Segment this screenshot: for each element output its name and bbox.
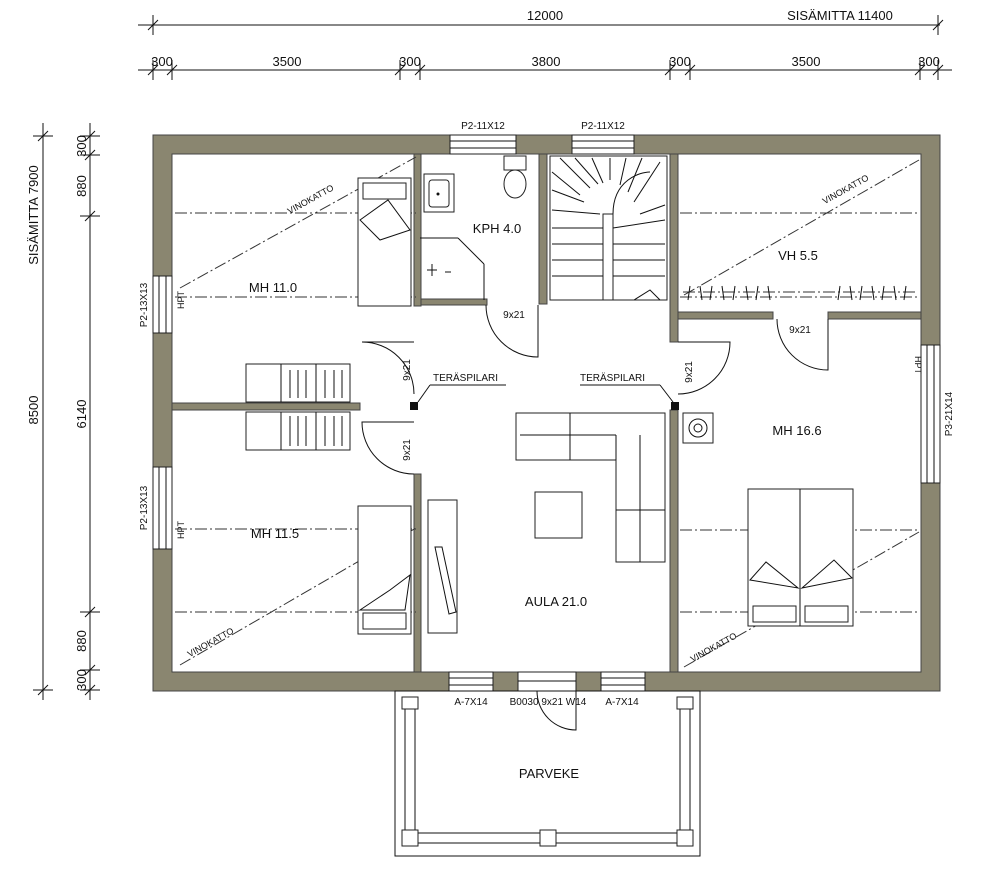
column-labels: TERÄSPILARI TERÄSPILARI (417, 372, 674, 403)
windows: P2-11X12 P2-11X12 P2-13X13 P2-13X13 HPT … (139, 121, 955, 708)
wardrobes (245, 285, 918, 451)
top-segment-1: 300 (151, 54, 173, 69)
left-inner-dimension: SISÄMITTA 7900 (26, 165, 41, 264)
staircase (549, 155, 668, 301)
left-segment-3: 6140 (74, 400, 89, 429)
vinokatto-label-1: VINOKATTO (286, 183, 336, 217)
top-segment-4: 3800 (532, 54, 561, 69)
top-total-dimension: 12000 (527, 8, 563, 23)
column-label-right: TERÄSPILARI (580, 372, 645, 384)
room-label-kph: KPH 4.0 (473, 221, 521, 236)
column-label-left: TERÄSPILARI (433, 372, 498, 384)
room-label-parveke: PARVEKE (519, 766, 580, 781)
hpt-label-left-upper: HPT (176, 290, 186, 309)
hpt-label-right: HPT (913, 356, 923, 375)
top-segment-2: 3500 (273, 54, 302, 69)
room-label-mh-11-5: MH 11.5 (251, 526, 299, 541)
bed-mh-11-5 (357, 505, 412, 635)
door-label-mh-11-0: 9x21 (402, 359, 413, 381)
door-label-bottom: B0030 9x21 W14 (510, 697, 587, 708)
room-label-aula: AULA 21.0 (525, 594, 587, 609)
left-segment-5: 300 (74, 669, 89, 691)
window-label-top-right: P2-11X12 (581, 121, 625, 132)
top-segment-6: 3500 (792, 54, 821, 69)
window-label-left-lower: P2-13X13 (139, 485, 150, 530)
door-label-kph: 9x21 (503, 310, 525, 321)
top-inner-dimension: SISÄMITTA 11400 (787, 8, 893, 23)
aula-furniture (427, 412, 714, 634)
room-label-mh-11-0: MH 11.0 (249, 280, 297, 295)
vinokatto-label-4: VINOKATTO (689, 631, 739, 665)
left-segment-2: 880 (74, 175, 89, 197)
bed-mh-16-6 (747, 488, 854, 627)
window-label-right: P3-21X14 (944, 391, 955, 436)
balcony (394, 690, 701, 857)
bed-mh-11-0 (357, 177, 412, 307)
window-label-bottom-right: A-7X14 (605, 697, 639, 708)
bathroom-fixtures (423, 155, 527, 276)
interior-walls (171, 153, 922, 673)
window-label-left-upper: P2-13X13 (139, 282, 150, 327)
vinokatto-label-3: VINOKATTO (821, 173, 871, 207)
doors: 9x21 9x21 9x21 9x21 9x21 (361, 304, 829, 731)
left-dimensions: 8500 SISÄMITTA 7900 300 880 6140 880 300 (26, 123, 100, 700)
room-label-vh: VH 5.5 (778, 248, 818, 263)
vinokatto-label-2: VINOKATTO (186, 626, 236, 660)
hpt-label-left-lower: HPT (176, 520, 186, 539)
window-label-top-left: P2-11X12 (461, 121, 505, 132)
top-segment-5: 300 (669, 54, 691, 69)
left-segment-1: 300 (74, 135, 89, 157)
room-labels: MH 11.0 KPH 4.0 VH 5.5 MH 16.6 MH 11.5 A… (249, 221, 822, 781)
top-segment-7: 300 (918, 54, 940, 69)
room-label-mh-16-6: MH 16.6 (772, 423, 821, 438)
window-label-bottom-left: A-7X14 (454, 697, 488, 708)
top-dimensions: 12000 SISÄMITTA 11400 300 3500 300 3800 … (138, 8, 952, 80)
door-label-mh-11-5: 9x21 (402, 439, 413, 461)
left-total-dimension: 8500 (26, 396, 41, 425)
door-label-mh-16-6: 9x21 (684, 361, 695, 383)
top-segment-3: 300 (399, 54, 421, 69)
left-segment-4: 880 (74, 630, 89, 652)
door-label-vh: 9x21 (789, 325, 811, 336)
